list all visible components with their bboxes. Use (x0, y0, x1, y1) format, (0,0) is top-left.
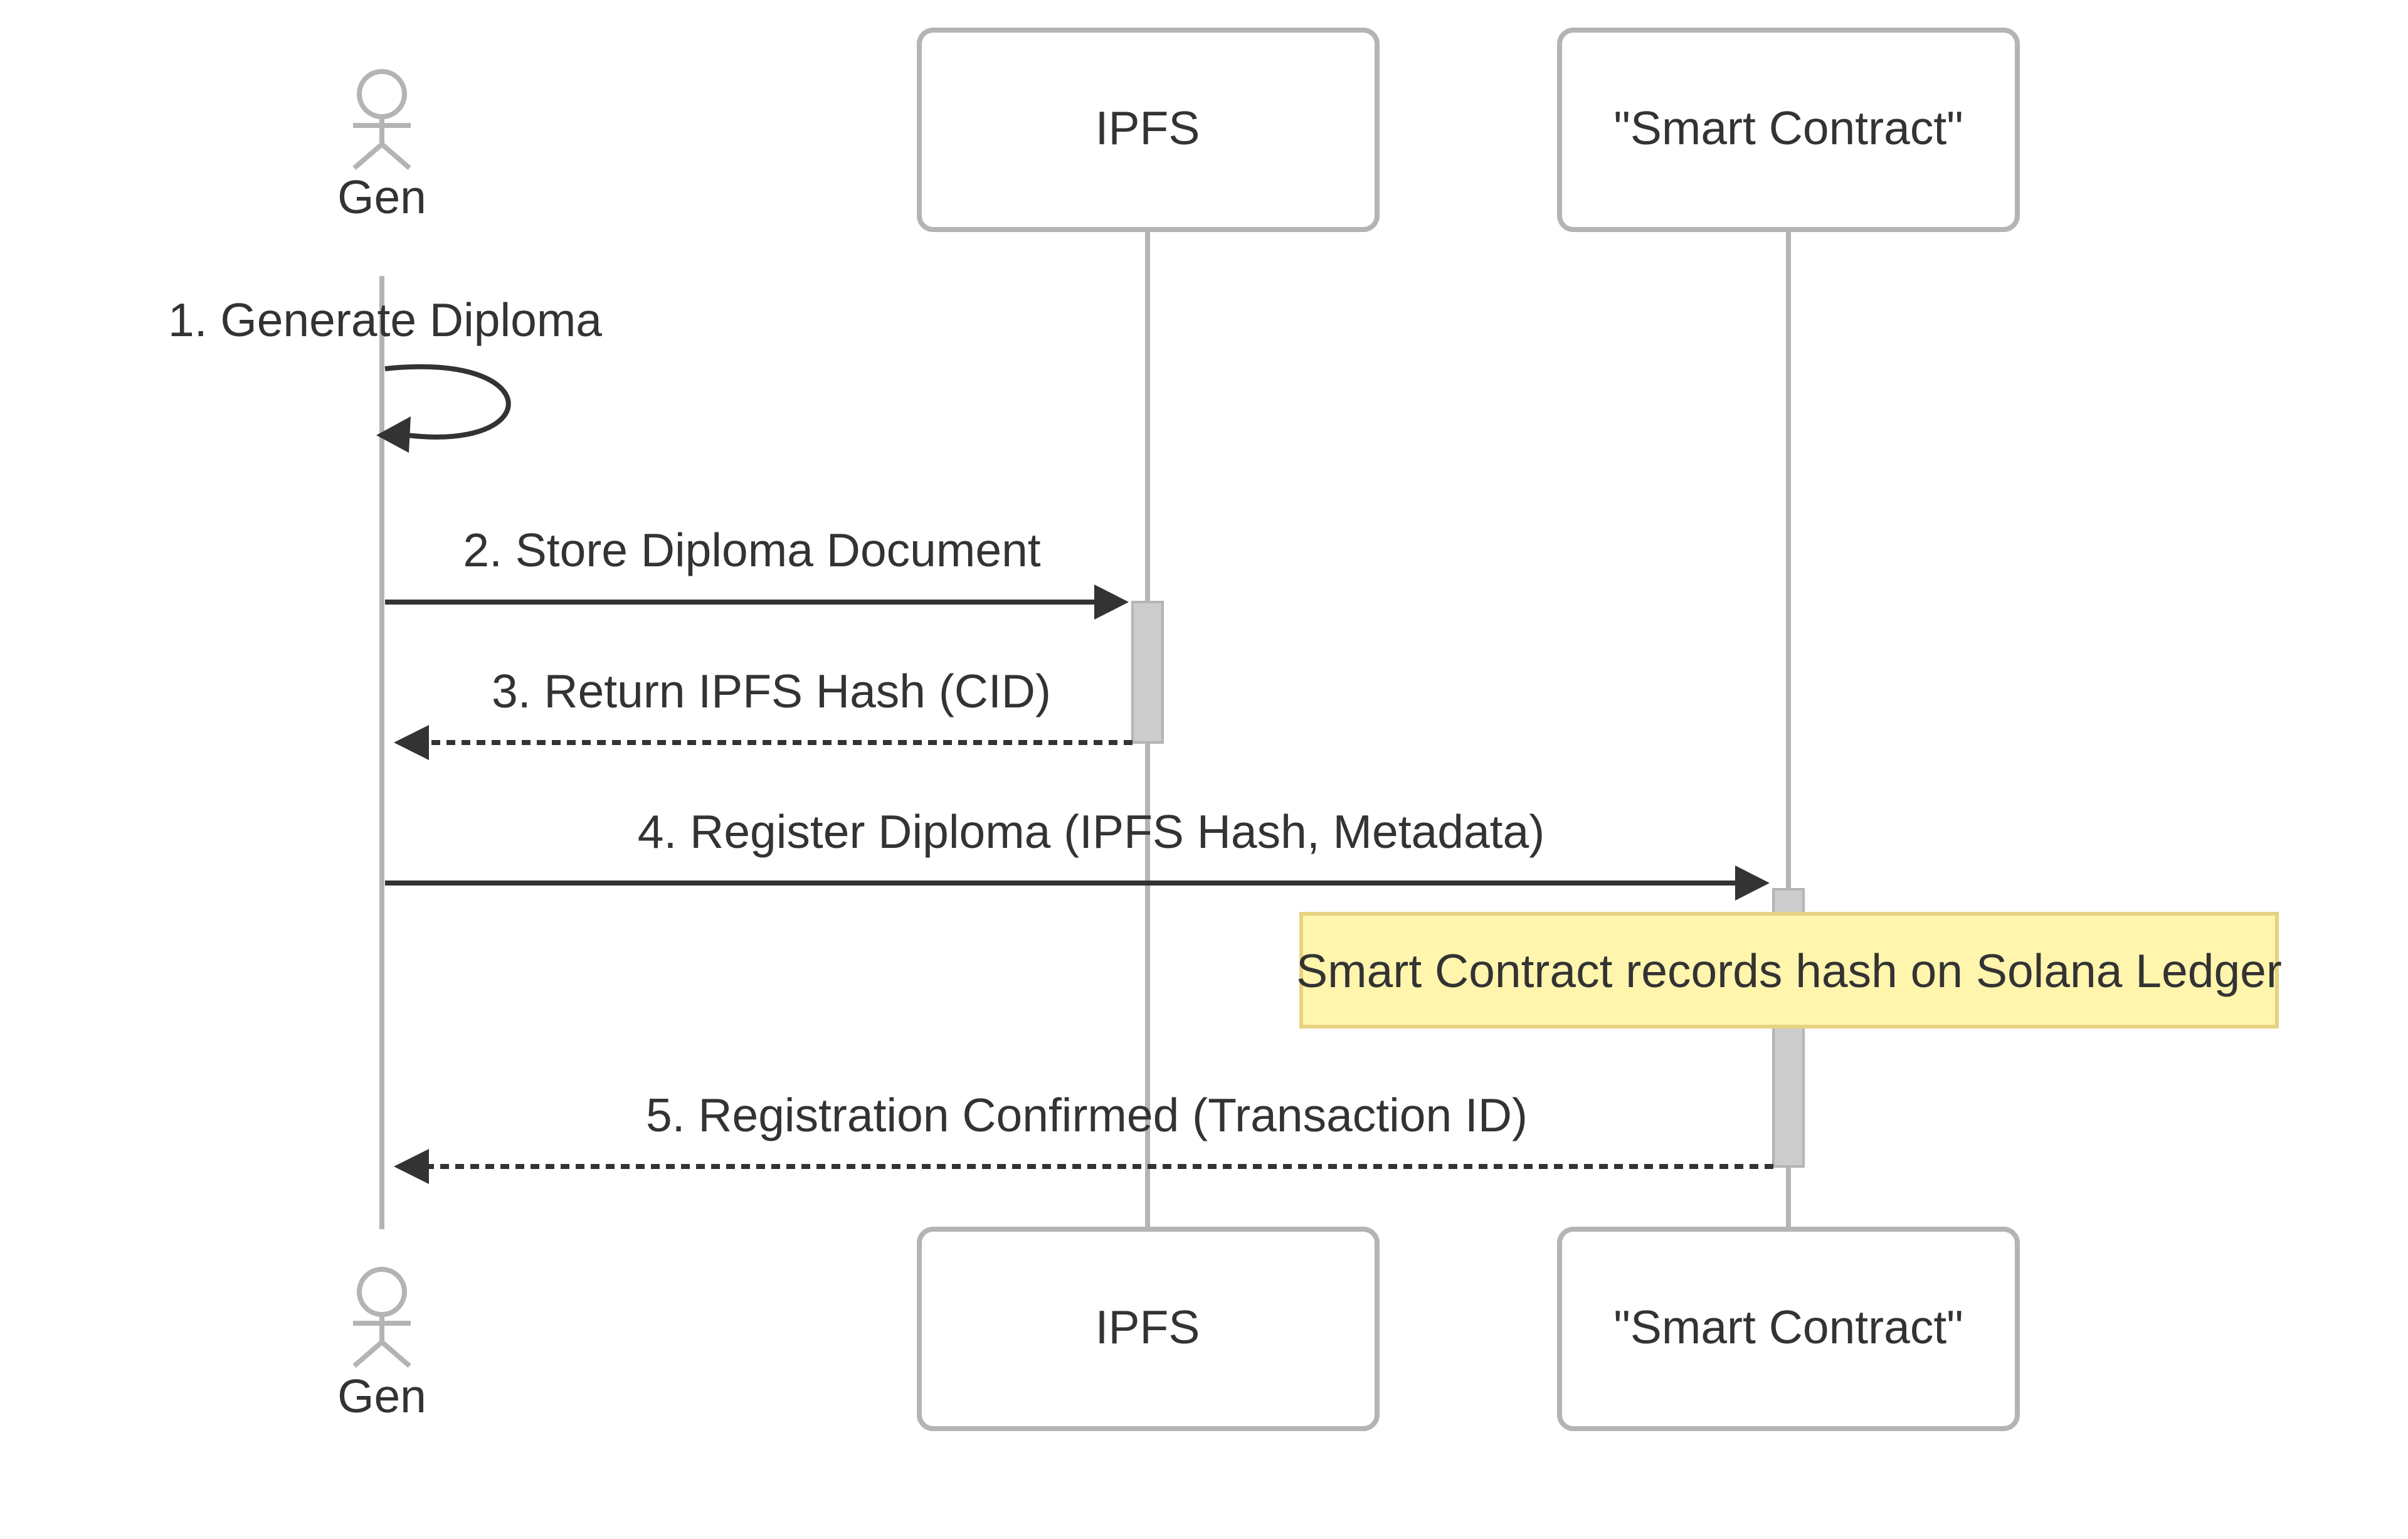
note-box (1299, 912, 2279, 1029)
participant-ipfs-box-top (917, 28, 1380, 232)
participant-smart-contract-box-top (1557, 28, 2020, 232)
participant-smart-contract-label-bottom: "Smart Contract" (1613, 1301, 1963, 1353)
participant-smart-contract-label-top: "Smart Contract" (1613, 102, 1963, 154)
participant-smart-contract-box-bottom (1557, 1227, 2020, 1431)
message-4-label: 4. Register Diploma (IPFS Hash, Metadata… (638, 805, 1545, 858)
actor-gen-top (352, 69, 411, 171)
message-1-arrow (384, 364, 511, 440)
message-5-arrowhead-icon (394, 1149, 429, 1184)
message-2-label: 2. Store Diploma Document (463, 524, 1040, 576)
message-2-arrowhead-icon (1094, 584, 1129, 620)
activation-ipfs (1131, 601, 1164, 744)
actor-gen-label-top: Gen (337, 171, 426, 223)
actor-gen-label-bottom: Gen (337, 1370, 426, 1422)
note-label: Smart Contract records hash on Solana Le… (1296, 944, 2282, 997)
participant-ipfs-box-bottom (917, 1227, 1380, 1431)
actor-gen-bottom (352, 1267, 411, 1368)
actor-head-icon (357, 69, 407, 119)
message-4-arrowhead-icon (1735, 865, 1770, 901)
message-1-label: 1. Generate Diploma (168, 294, 602, 346)
participant-ipfs-label-top: IPFS (1096, 102, 1200, 154)
message-3-arrowhead-icon (394, 725, 429, 760)
message-1-arrowhead-icon (376, 416, 411, 453)
message-5-label: 5. Registration Confirmed (Transaction I… (646, 1089, 1528, 1141)
participant-ipfs-label-bottom: IPFS (1096, 1301, 1200, 1353)
actor-head-icon (357, 1267, 407, 1317)
message-3-label: 3. Return IPFS Hash (CID) (492, 665, 1051, 717)
